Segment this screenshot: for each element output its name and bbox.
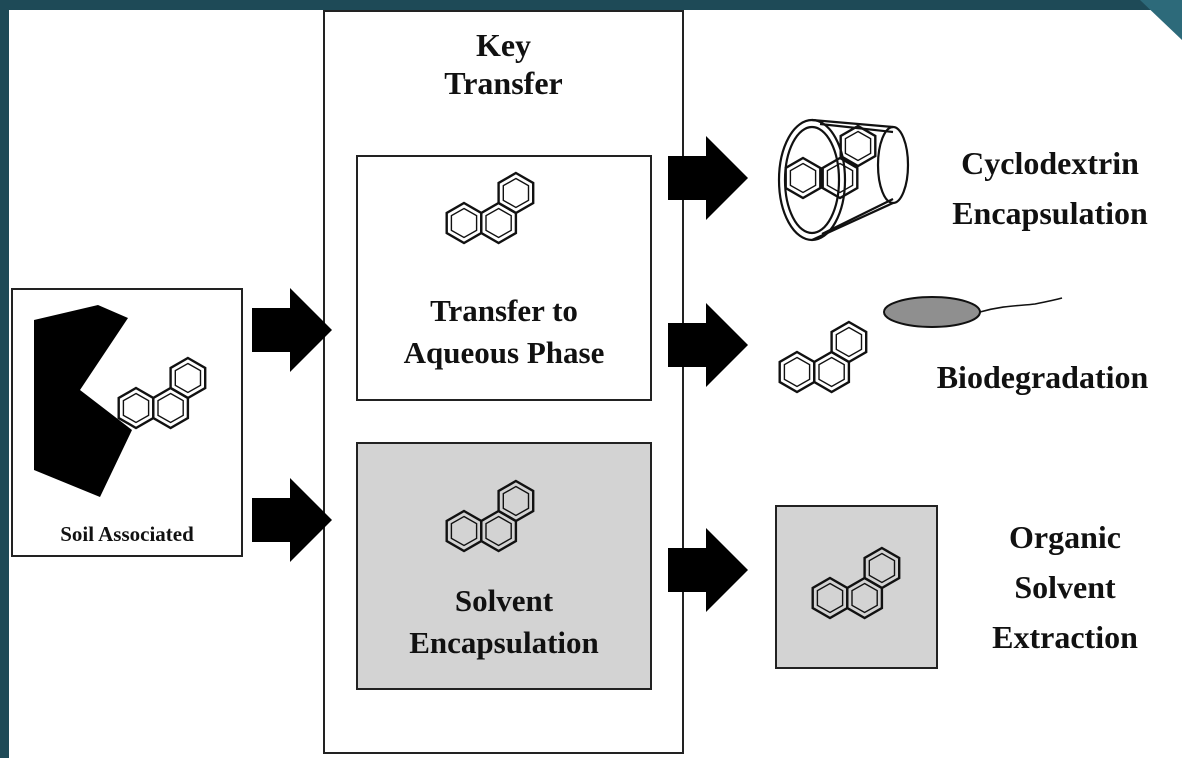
soil-associated-label: Soil Associated — [60, 522, 194, 546]
key-transfer-title-line1: Key — [475, 27, 532, 63]
key-transfer-title: Key Transfer — [323, 26, 684, 102]
soil-associated-box — [11, 288, 243, 557]
organic-extraction-label-line3: Extraction — [992, 619, 1138, 655]
organic-extraction-label-line1: Organic — [1009, 519, 1121, 555]
organic-extraction-label: Organic Solvent Extraction — [960, 512, 1170, 662]
organic-extraction-label-line2: Solvent — [1014, 569, 1116, 605]
cyclodextrin-label-line1: Cyclodextrin — [961, 145, 1139, 181]
solvent-encapsulation-label-line1: Solvent — [454, 583, 554, 618]
aqueous-phase-label: Transfer to Aqueous Phase — [356, 290, 652, 374]
aqueous-phase-label-line1: Transfer to — [430, 293, 578, 328]
biodegradation-label: Biodegradation — [936, 359, 1149, 395]
organic-extraction-box — [775, 505, 938, 669]
aqueous-phase-box — [356, 155, 652, 401]
solvent-encapsulation-label: Solvent Encapsulation — [356, 580, 652, 664]
key-transfer-title-line2: Transfer — [444, 65, 563, 101]
solvent-encapsulation-label-line2: Encapsulation — [409, 625, 599, 660]
cyclodextrin-label: Cyclodextrin Encapsulation — [925, 138, 1175, 238]
cyclodextrin-label-line2: Encapsulation — [952, 195, 1148, 231]
aqueous-phase-label-line2: Aqueous Phase — [403, 335, 605, 370]
